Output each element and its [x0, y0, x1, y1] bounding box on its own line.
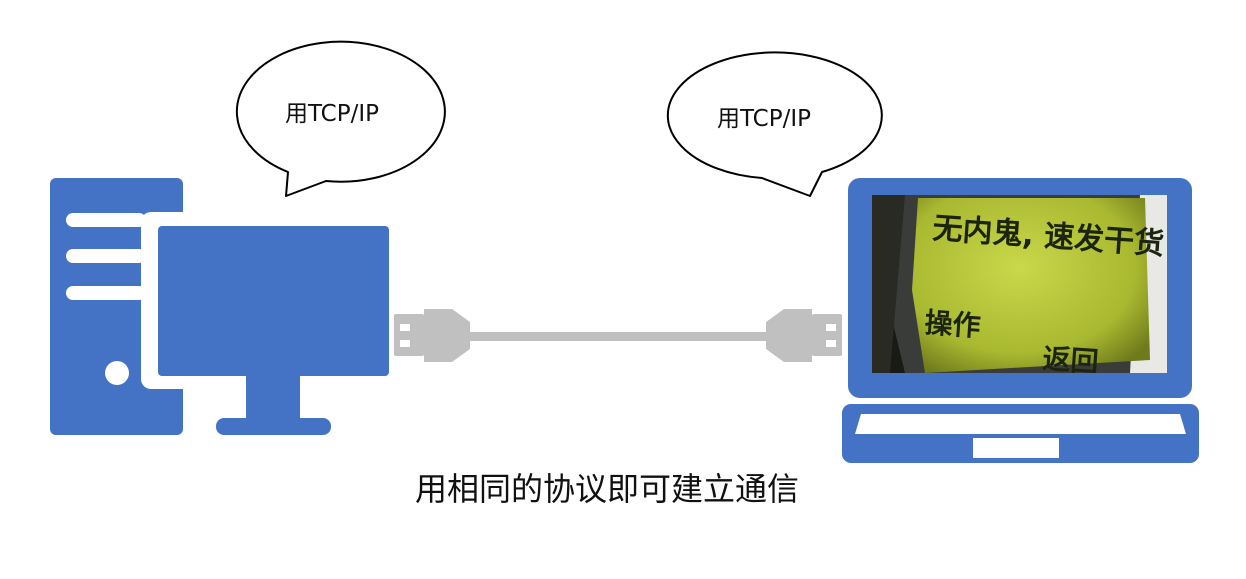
usb-cable-icon: [394, 309, 842, 362]
desktop-computer-icon: [50, 178, 403, 435]
speech-bubble-right-text: 用TCP/IP: [717, 106, 811, 132]
speech-bubble-right: 用TCP/IP: [666, 51, 883, 197]
speech-bubble-left-text: 用TCP/IP: [285, 101, 379, 127]
phone-left-softkey: 操作: [924, 306, 982, 343]
diagram-caption: 用相同的协议即可建立通信: [415, 470, 799, 508]
phone-screen-photo: 无内鬼, 速发干货! 操作 返回: [872, 195, 1167, 379]
speech-bubble-left: 用TCP/IP: [235, 40, 446, 197]
phone-right-softkey: 返回: [1042, 342, 1100, 379]
